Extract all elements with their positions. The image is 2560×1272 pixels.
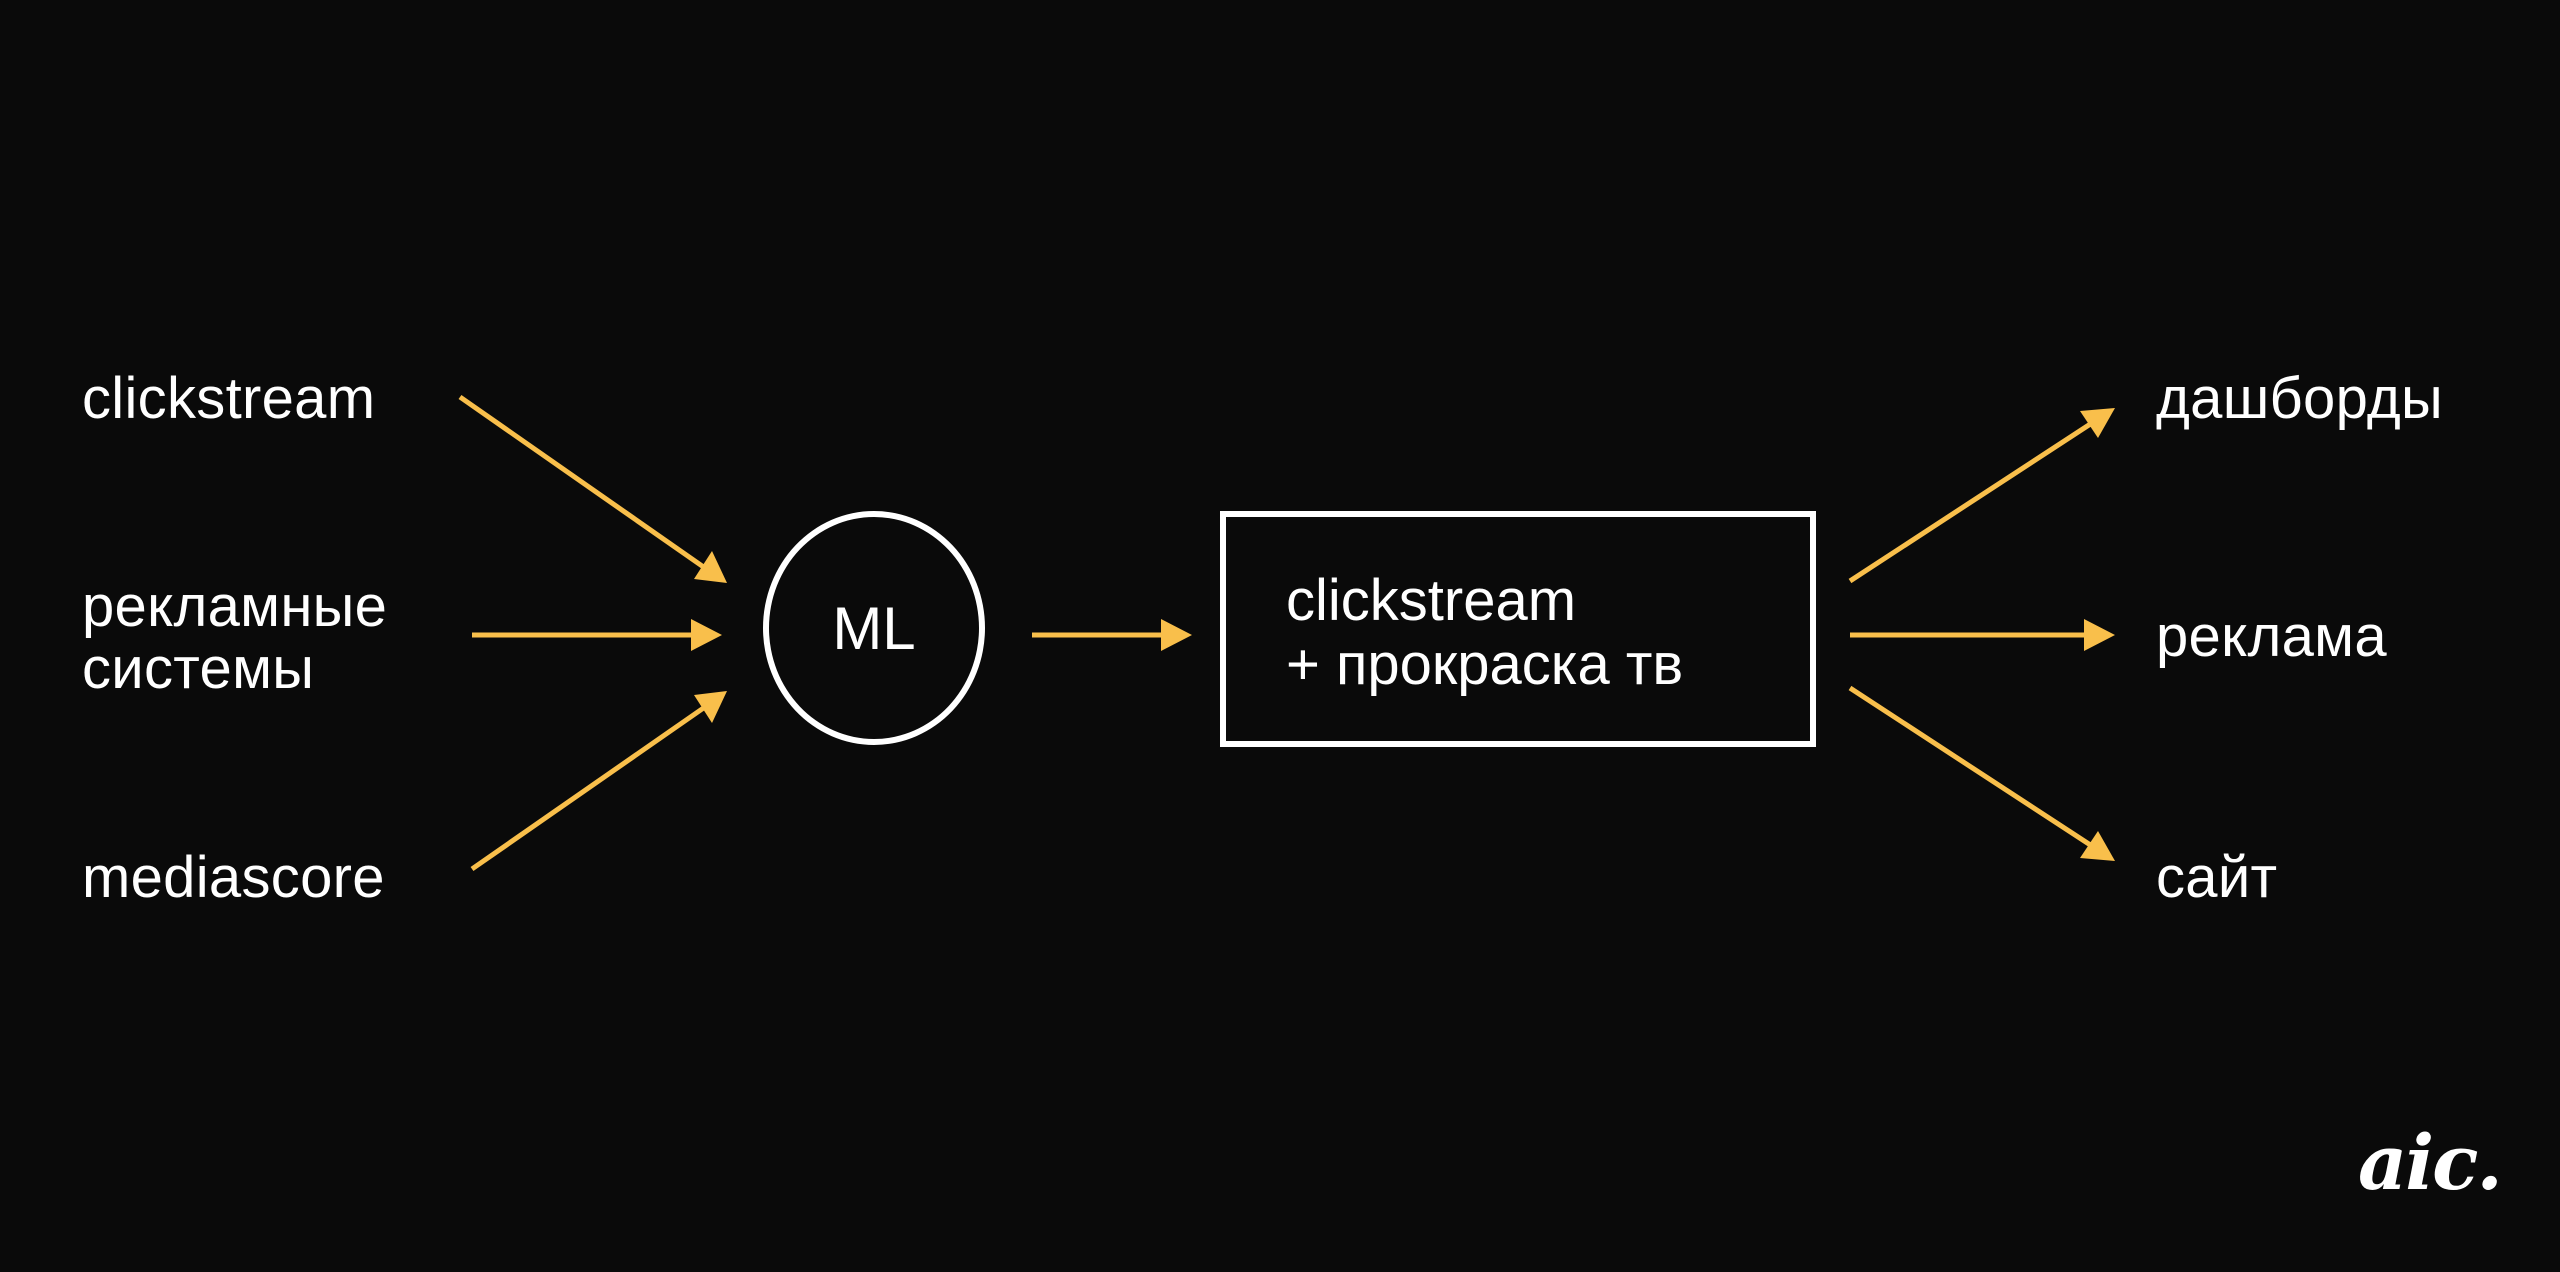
ml-node: ML [763, 511, 985, 745]
input-ad-systems-line1: рекламные [82, 574, 388, 639]
output-dashboards: дашборды [2156, 366, 2443, 431]
input-mediascore: mediascore [82, 845, 385, 910]
result-box-line1: clickstream [1286, 568, 1577, 633]
arrow-mediascore-to-ml [470, 697, 717, 872]
arrowhead-icon [694, 691, 727, 723]
input-ad-systems-line2: системы [82, 636, 315, 701]
result-box-line2: + прокраска тв [1286, 632, 1684, 697]
arrow-result-to-dashboards [1848, 418, 2097, 584]
input-ad-systems: рекламные системы [82, 576, 387, 700]
arrowhead-icon [2084, 619, 2115, 651]
arrowhead-icon [691, 619, 722, 651]
result-box: clickstream + прокраска тв [1220, 511, 1816, 747]
input-clickstream: clickstream [82, 366, 376, 431]
output-site: сайт [2156, 845, 2278, 910]
ml-node-label: ML [832, 594, 916, 662]
arrowhead-icon [2080, 831, 2115, 861]
arrowhead-icon [694, 551, 727, 583]
arrow-clickstream-to-ml [458, 394, 717, 578]
arrow-result-to-site [1848, 685, 2097, 851]
aic-logo: aic. [2358, 1118, 2503, 1207]
arrowhead-icon [2080, 408, 2115, 438]
output-advertising: реклама [2156, 604, 2387, 669]
arrowhead-icon [1161, 619, 1192, 651]
